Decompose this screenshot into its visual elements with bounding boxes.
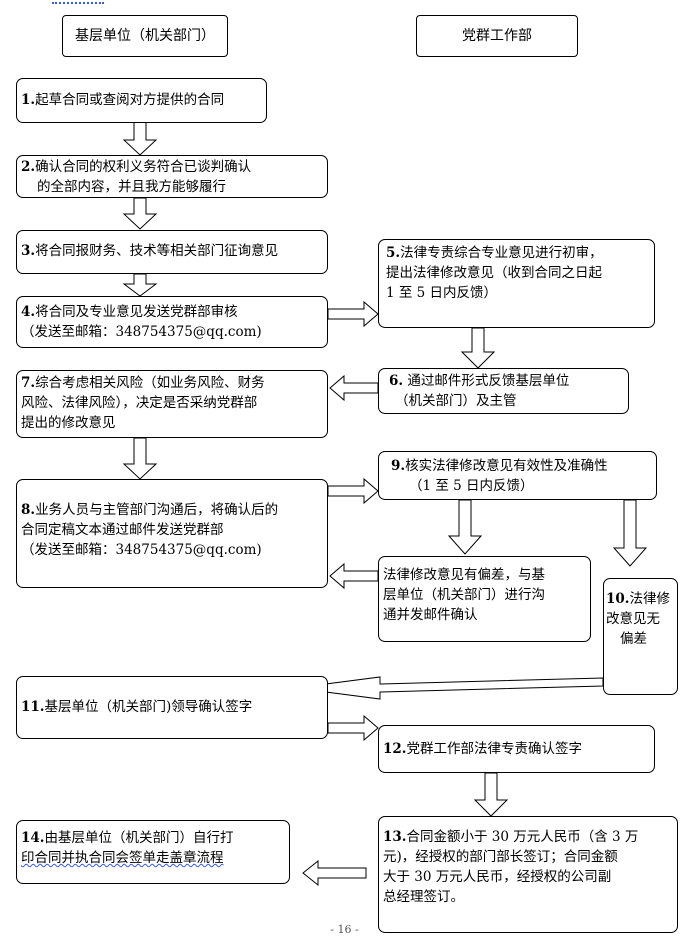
step-9a-box: 法律修改意见有偏差，与基 层单位（机关部门）进行沟 通并发邮件确认: [378, 556, 591, 642]
step-8-line-3: （发送至邮箱：348754375@qq.com): [21, 542, 262, 558]
step-1-number: 1.: [21, 92, 36, 108]
step-4-line-1: 4.将合同及专业意见发送党群部审核: [21, 304, 238, 320]
arrow-3-4: [122, 273, 158, 297]
step-6-line-1: 6. 通过邮件形式反馈基层单位: [389, 373, 570, 389]
step-12-number: 12.: [383, 741, 407, 757]
arrow-1-2: [122, 121, 158, 156]
step-9a-line-3: 通并发邮件确认: [383, 607, 478, 623]
step-4-line-2: （发送至邮箱：348754375@qq.com): [21, 324, 262, 340]
step-9-line-1: 9.核实法律修改意见有效性及准确性: [391, 458, 608, 474]
step-2-box: 2.确认合同的权利义务符合已谈判确认 的全部内容，并且我方能够履行: [16, 155, 328, 198]
arrow-7-8: [122, 437, 158, 480]
arrow-5-6: [460, 327, 496, 369]
step-1-box: 1.起草合同或查阅对方提供的合同: [16, 78, 267, 123]
arrow-11-12: [327, 714, 379, 742]
arrow-9-9a: [447, 499, 483, 555]
step-13-line-3: 大于 30 万元人民币，经授权的公司副: [383, 869, 612, 885]
arrow-12-13: [473, 772, 509, 817]
arrow-8-9: [327, 477, 379, 505]
header-grassroots-unit: 基层单位（机关部门）: [62, 15, 228, 57]
step-10-line-2: 改意见无: [606, 611, 660, 627]
step-12-text: 党群工作部法律专责确认签字: [406, 741, 583, 757]
step-5-line-3: 1 至 5 日内反馈）: [386, 285, 498, 301]
step-14-line-2: 印合同并执合同会签单走盖章流程: [21, 850, 224, 866]
top-marker: [52, 0, 104, 4]
step-10-box: 10.法律修 改意见无 偏差: [603, 578, 678, 695]
step-7-box: 7.综合考虑相关风险（如业务风险、财务 风险、法律风险），决定是否采纳党群部 提…: [16, 370, 328, 438]
step-6-line-2: （机关部门）及主管: [395, 393, 517, 409]
step-9-line-2: （1 至 5 日内反馈）: [409, 478, 534, 494]
step-2-line-1: 2.确认合同的权利义务符合已谈判确认: [21, 159, 252, 175]
step-13-box: 13.合同金额小于 30 万元人民币（含 3 万 元)，经授权的部门部长签订；合…: [378, 816, 678, 933]
step-2-line-2: 的全部内容，并且我方能够履行: [37, 179, 226, 195]
step-3-number: 3.: [21, 243, 36, 259]
step-5-box: 5.法律专责综合专业意见进行初审， 提出法律修改意见（收到合同之日起 1 至 5…: [378, 239, 655, 328]
step-5-line-1: 5.法律专责综合专业意见进行初审，: [386, 245, 603, 261]
step-9a-line-1: 法律修改意见有偏差，与基: [383, 567, 545, 583]
step-11-number: 11.: [21, 699, 45, 715]
arrow-13-14: [302, 859, 367, 887]
step-14-box: 14.由基层单位（机关部门）自行打 印合同并执合同会签单走盖章流程: [16, 820, 290, 884]
step-3-text: 将合同报财务、技术等相关部门征询意见: [35, 243, 279, 259]
step-10-line-1: 10.法律修: [606, 591, 670, 607]
step-13-line-2: 元)，经授权的部门部长签订；合同金额: [383, 849, 618, 865]
step-11-box: 11.基层单位（机关部门)领导确认签字: [16, 676, 328, 739]
step-11-text: 基层单位（机关部门)领导确认签字: [44, 699, 253, 715]
step-6-box: 6. 通过邮件形式反馈基层单位 （机关部门）及主管: [378, 368, 629, 414]
arrow-2-3: [122, 197, 158, 230]
header-party-work-dept: 党群工作部: [416, 15, 578, 57]
step-4-box: 4.将合同及专业意见发送党群部审核 （发送至邮箱：348754375@qq.co…: [16, 296, 328, 348]
step-9-box: 9.核实法律修改意见有效性及准确性 （1 至 5 日内反馈）: [378, 451, 657, 500]
step-5-line-2: 提出法律修改意见（收到合同之日起: [386, 265, 602, 281]
step-8-line-1: 8.业务人员与主管部门沟通后，将确认后的: [21, 502, 279, 518]
arrow-9-10: [612, 499, 648, 567]
page-number: - 16 -: [330, 923, 359, 936]
step-9a-line-2: 层单位（机关部门）进行沟: [383, 587, 545, 603]
step-7-line-3: 提出的修改意见: [21, 415, 116, 431]
arrow-4-5: [327, 300, 379, 328]
step-8-box: 8.业务人员与主管部门沟通后，将确认后的 合同定稿文本通过邮件发送党群部 （发送…: [16, 479, 328, 588]
step-12-box: 12.党群工作部法律专责确认签字: [378, 725, 655, 773]
arrow-9a-8: [329, 562, 379, 590]
step-13-line-1: 13.合同金额小于 30 万元人民币（含 3 万: [383, 829, 639, 845]
step-3-box: 3.将合同报财务、技术等相关部门征询意见: [16, 230, 328, 274]
step-13-line-4: 总经理签订。: [383, 889, 464, 905]
arrow-6-7: [329, 374, 379, 402]
arrow-10-11: [294, 676, 604, 700]
step-7-line-1: 7.综合考虑相关风险（如业务风险、财务: [21, 375, 265, 391]
step-8-line-2: 合同定稿文本通过邮件发送党群部: [21, 522, 224, 538]
step-1-text: 起草合同或查阅对方提供的合同: [35, 92, 225, 108]
step-7-line-2: 风险、法律风险），决定是否采纳党群部: [21, 395, 258, 411]
step-14-line-1: 14.由基层单位（机关部门）自行打: [21, 830, 234, 846]
step-10-line-3: 偏差: [620, 631, 647, 647]
